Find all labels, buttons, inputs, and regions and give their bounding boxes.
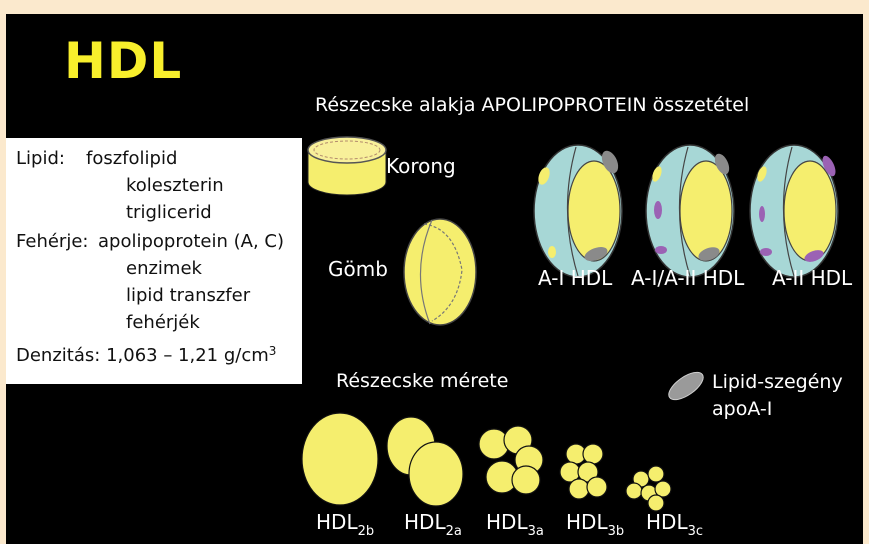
slide: HDL Részecske alakja APOLIPOPROTEIN össz… bbox=[6, 14, 863, 544]
a1-a2-hdl-particle-icon bbox=[646, 145, 734, 277]
size-title: Részecske mérete bbox=[336, 370, 508, 392]
apo-type-label: A-I HDL bbox=[538, 266, 612, 290]
apo-type-label: A-I/A-II HDL bbox=[631, 266, 744, 290]
hdl2b-particle-icon bbox=[302, 413, 378, 505]
hdl3b-particle-icon bbox=[560, 444, 607, 499]
hdl2a-particle-icon bbox=[387, 417, 463, 506]
subclass-label-hdl3b: HDL3b bbox=[566, 510, 624, 539]
hdl3c-particle-icon bbox=[626, 466, 671, 511]
sphere-label: Gömb bbox=[328, 257, 388, 281]
a1-hdl-particle-icon bbox=[534, 145, 622, 277]
disc-particle-icon bbox=[308, 137, 386, 195]
apo-type-label: A-II HDL bbox=[772, 266, 852, 290]
disc-label: Korong bbox=[386, 154, 456, 178]
subclass-label-hdl2a: HDL2a bbox=[404, 510, 462, 539]
a2-hdl-particle-icon bbox=[750, 145, 838, 277]
legend-line1: Lipid-szegény bbox=[712, 371, 843, 393]
legend-line2: apoA-I bbox=[712, 398, 772, 420]
sphere-particle-icon bbox=[404, 219, 476, 325]
subclass-label-hdl2b: HDL2b bbox=[316, 510, 374, 539]
subclass-label-hdl3a: HDL3a bbox=[486, 510, 544, 539]
hdl3a-particle-icon bbox=[479, 426, 543, 494]
lipid-poor-apoa1-icon bbox=[664, 367, 707, 405]
subclass-label-hdl3c: HDL3c bbox=[646, 510, 703, 539]
